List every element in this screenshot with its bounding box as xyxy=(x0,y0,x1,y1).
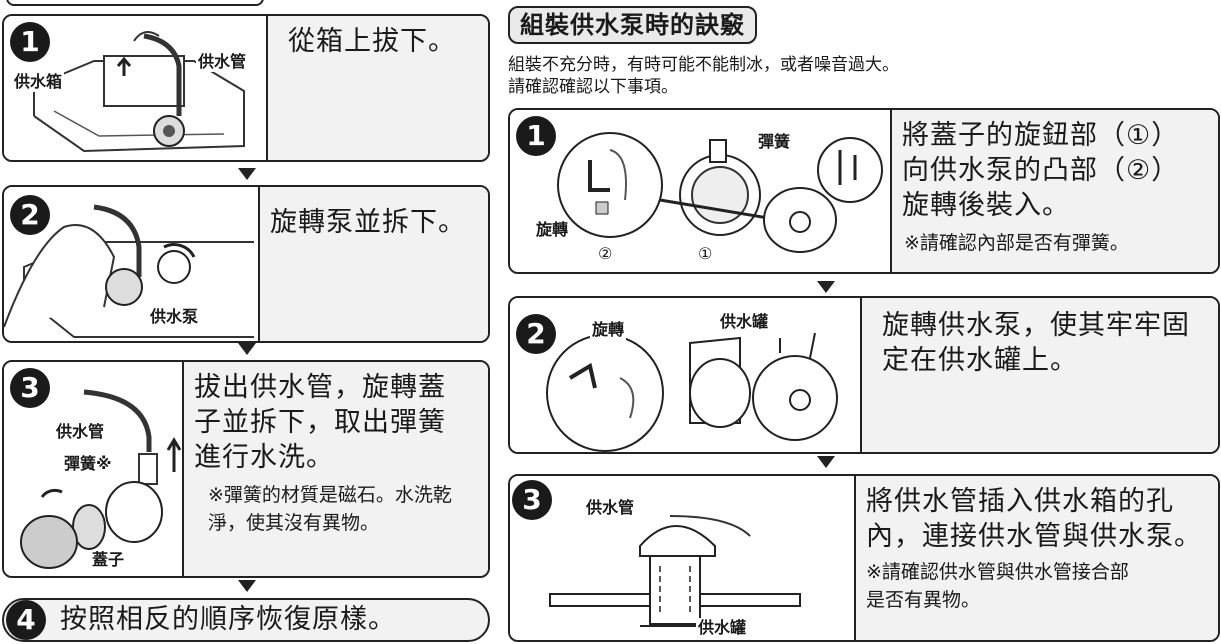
left-step1-text-area: 從箱上拔下。 xyxy=(268,16,488,160)
left-step2-panel: 2 供水泵 旋轉泵並拆下。 xyxy=(2,185,490,343)
right-step2-text-area: 旋轉供水泵，使其牢牢固定在供水罐上。 xyxy=(862,298,1218,452)
down-arrow xyxy=(238,580,256,592)
left-step1-illustration: 1 供水箱 供水管 xyxy=(4,16,268,160)
mark-1-label: ① xyxy=(696,244,715,264)
cap-label: 蓋子 xyxy=(90,550,127,570)
right-step2-illustration: 2 旋轉 供水罐 xyxy=(510,298,862,452)
left-step2-illustration: 2 供水泵 xyxy=(4,187,260,341)
step-number-badge: 2 xyxy=(10,195,50,235)
step-number-badge: 4 xyxy=(6,600,46,640)
step-note: ※彈簧的材質是磁石。水洗乾淨，使其沒有異物。 xyxy=(208,484,452,534)
pipe-label: 供水管 xyxy=(54,422,107,442)
tips-title: 組裝供水泵時的訣竅 xyxy=(508,6,757,44)
rotate-label: 旋轉 xyxy=(590,320,627,340)
right-step3-illustration: 3 供水管 供水罐 xyxy=(510,476,856,640)
left-step3-text-area: 拔出供水管，旋轉蓋子並拆下，取出彈簧進行水洗。 ※彈簧的材質是磁石。水洗乾淨，使… xyxy=(184,362,488,576)
top-frame-fragment xyxy=(6,0,264,6)
left-step2-text-area: 旋轉泵並拆下。 xyxy=(260,187,488,341)
pump-label: 供水泵 xyxy=(148,307,201,327)
step-instruction: 從箱上拔下。 xyxy=(288,26,456,57)
step-number-badge: 2 xyxy=(516,314,556,354)
step-instruction: 旋轉供水泵，使其牢牢固定在供水罐上。 xyxy=(882,310,1190,376)
step-note: ※請確認內部是否有彈簧。 xyxy=(904,232,1129,254)
step-instruction: 拔出供水管，旋轉蓋子並拆下，取出彈簧進行水洗。 xyxy=(194,372,446,473)
step-instruction: 將供水管插入供水箱的孔內，連接供水管與供水泵。 xyxy=(866,486,1202,552)
left-step3-illustration: 3 供水管 彈簧※ 蓋子 xyxy=(4,362,184,576)
down-arrow xyxy=(817,281,835,293)
tank-label: 供水罐 xyxy=(718,312,771,332)
tank-label: 供水箱 xyxy=(12,72,65,92)
right-step1-illustration: 1 彈簧 旋轉 ② ① xyxy=(510,110,892,272)
spring-label: 彈簧※ xyxy=(62,454,114,474)
right-step3-panel: 3 供水管 供水罐 將供水管插入供水箱的孔內，連接供水管與供水泵。 ※請確認供水… xyxy=(508,474,1220,642)
down-arrow xyxy=(817,456,835,468)
left-step1-panel: 1 供水箱 供水管 從箱上拔下。 xyxy=(2,14,490,162)
step-number-badge: 3 xyxy=(512,480,552,520)
pipe-label: 供水管 xyxy=(196,52,249,72)
step-instruction: 旋轉泵並拆下。 xyxy=(270,207,466,238)
right-step2-panel: 2 旋轉 供水罐 旋轉供水泵，使其牢牢固定在供水罐上。 xyxy=(508,296,1220,454)
down-arrow xyxy=(238,343,256,355)
mark-2-label: ② xyxy=(596,244,615,264)
left-step4-bar: 4 按照相反的順序恢復原樣。 xyxy=(2,598,490,642)
right-step1-text-area: 將蓋子的旋鈕部（①）向供水泵的凸部（②）旋轉後裝入。 ※請確認內部是否有彈簧。 xyxy=(892,110,1218,272)
step-number-badge: 1 xyxy=(516,116,556,156)
right-step1-panel: 1 彈簧 旋轉 ② ① 將蓋子的旋鈕部（①）向供水泵的凸部（②）旋轉後裝入。 ※… xyxy=(508,108,1220,274)
left-step3-panel: 3 供水管 彈簧※ 蓋子 拔出供水管，旋轉蓋子並拆下，取出彈簧進行水洗。 ※彈簧… xyxy=(2,360,490,578)
step-number-badge: 3 xyxy=(10,368,50,408)
step-note: ※請確認供水管與供水管接合部是否有異物。 xyxy=(866,561,1129,611)
tips-intro-line2: 請確認確認以下事項。 xyxy=(508,77,678,97)
pipe-label: 供水管 xyxy=(584,498,637,518)
step-instruction: 將蓋子的旋鈕部（①）向供水泵的凸部（②）旋轉後裝入。 xyxy=(902,120,1180,221)
step-number-badge: 1 xyxy=(10,22,50,62)
rotate-label: 旋轉 xyxy=(534,220,571,240)
tank-label: 供水罐 xyxy=(696,618,749,638)
down-arrow xyxy=(238,168,256,180)
spring-label: 彈簧 xyxy=(756,132,793,152)
tips-intro-line1: 組裝不充分時，有時可能不能制冰，或者噪音過大。 xyxy=(508,55,899,75)
right-step3-text-area: 將供水管插入供水箱的孔內，連接供水管與供水泵。 ※請確認供水管與供水管接合部是否… xyxy=(856,476,1218,640)
step-instruction: 按照相反的順序恢復原樣。 xyxy=(60,604,396,635)
